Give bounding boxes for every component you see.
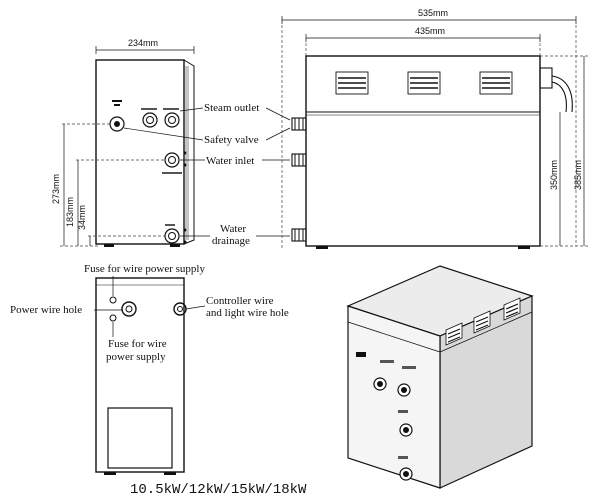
side-view: 535mm 435mm: [281, 8, 590, 249]
front-body: [95, 59, 185, 245]
dim-34: 34mm: [77, 205, 87, 230]
label-controller-2: and light wire hole: [206, 307, 289, 319]
label-fuse-bottom-1: Fuse for wire: [108, 338, 167, 350]
label-steam-outlet: Steam outlet: [204, 102, 259, 114]
bottom-view: Fuse for wire power supply Power wire ho…: [10, 263, 289, 475]
label-fuse-bottom-2: power supply: [106, 351, 166, 363]
side-body: [305, 55, 541, 247]
dim-234: 234mm: [128, 38, 158, 48]
steam-outlet-port: [142, 112, 158, 128]
model-caption: 10.5kW/12kW/15kW/18kW: [130, 482, 307, 498]
dim-435: 435mm: [415, 26, 445, 36]
access-panel: [107, 407, 173, 469]
iso-front: [347, 305, 441, 489]
label-water-inlet: Water inlet: [206, 155, 254, 167]
label-water: Water: [220, 223, 246, 235]
dim-183: 183mm: [65, 197, 75, 227]
front-view: 234mm 273mm: [51, 38, 195, 247]
dim-385: 385mm: [573, 160, 583, 190]
dim-535: 535mm: [418, 8, 448, 18]
cable-gland: [539, 67, 553, 89]
vent-group: [335, 71, 513, 95]
label-safety-valve: Safety valve: [204, 134, 259, 146]
fuse-top-icon: [109, 296, 117, 304]
fuse-bottom-icon: [109, 314, 117, 322]
isometric-view: [346, 265, 534, 489]
dim-350: 350mm: [549, 160, 559, 190]
label-power-wire-hole: Power wire hole: [10, 304, 82, 316]
dim-273: 273mm: [51, 174, 61, 204]
power-wire-hole: [121, 301, 137, 317]
label-fuse-top: Fuse for wire power supply: [84, 263, 205, 275]
drainage-port: [164, 228, 180, 244]
label-drainage: drainage: [212, 235, 250, 247]
callouts: Steam outlet Safety valve Water inlet Wa…: [123, 102, 291, 247]
label-controller-1: Controller wire: [206, 295, 274, 307]
bottom-body: [95, 277, 185, 473]
water-inlet-port: [164, 152, 180, 168]
